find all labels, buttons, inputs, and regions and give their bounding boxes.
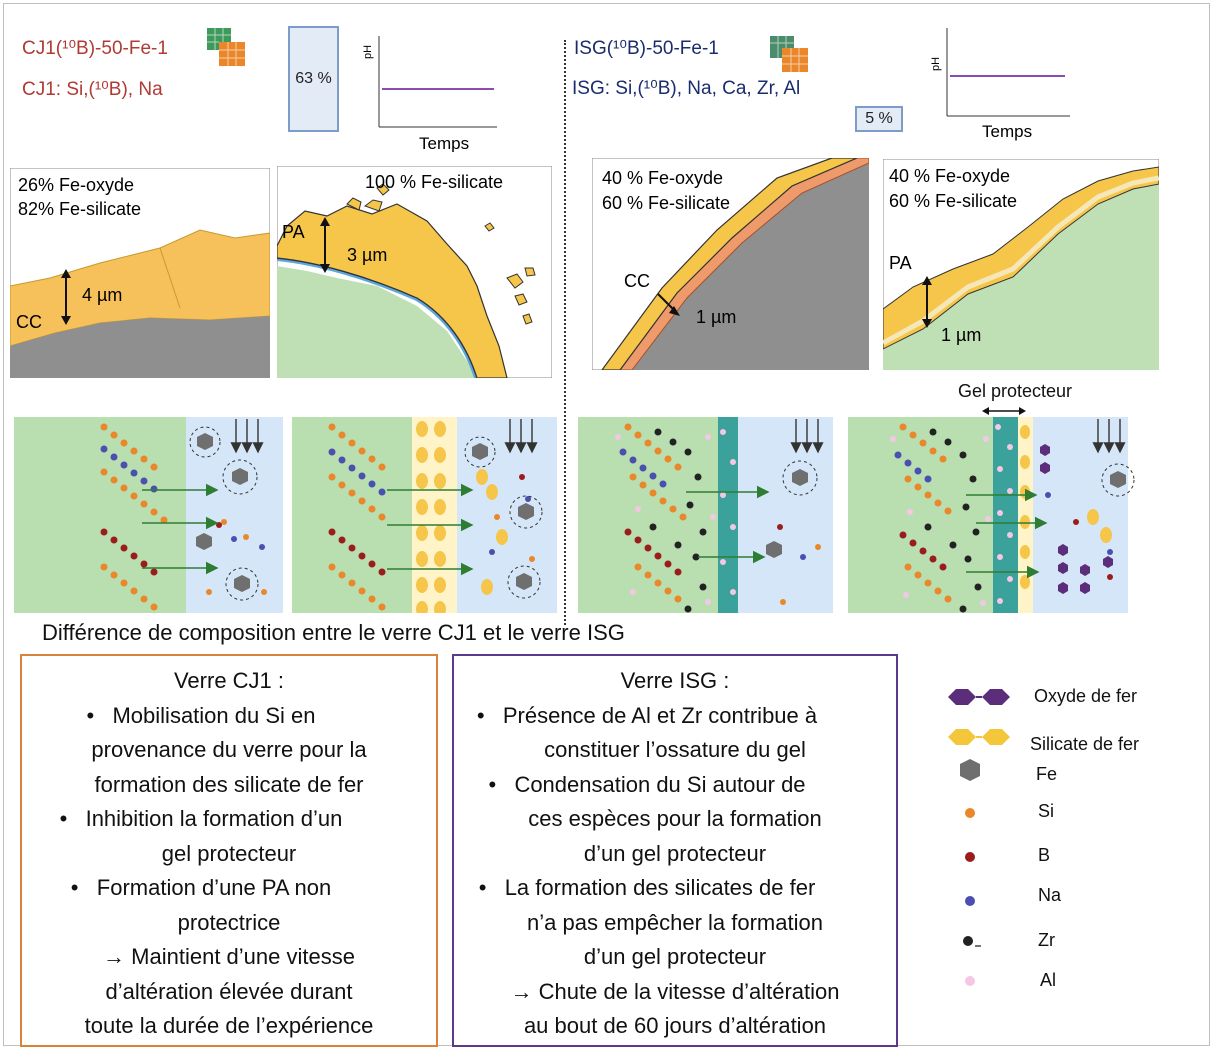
micrograph-cj1-cc: 26% Fe-oxyde 82% Fe-silicate 4 µm CC [10, 168, 270, 378]
micrograph-3-line2: 60 % Fe-silicate [602, 193, 730, 213]
section-divider [564, 40, 566, 625]
isg-item-2-bullet: Condensation du Si autour de [514, 772, 805, 797]
alteration-schematics [14, 417, 1135, 613]
schematic-isg-initial [578, 417, 833, 613]
cj1-box-title: Verre CJ1 : [173, 668, 285, 693]
isg-item-3-line-3: d’un gel protecteur [583, 944, 767, 969]
micrograph-2-line1: 100 % Fe-silicate [365, 172, 503, 192]
cj1-item-4-line-2: d’altération élevée durant [105, 978, 353, 1004]
cj1-percent-box: 63 % [288, 26, 339, 132]
micrograph-1-thickness: 4 µm [82, 285, 122, 305]
cj1-item-1-line-3: formation des silicate de fer [94, 771, 364, 797]
isg-box-title: Verre ISG : [620, 668, 730, 693]
isg-item-1-line-1: Présence de Al et Zr contribue à [454, 699, 896, 734]
b-dot-icon [965, 852, 975, 862]
micrograph-isg-pa: 40 % Fe-oxyde 60 % Fe-silicate 1 µm PA [883, 159, 1159, 370]
schematic-isg-gel [848, 417, 1135, 613]
legend-label-zr: Zr [1038, 930, 1055, 950]
cj1-item-3-line-1: Formation d’une PA non [22, 871, 436, 906]
cj1-time-axis-label: Temps [419, 134, 469, 152]
isg-item-2-line-3: d’un gel protecteur [583, 840, 767, 866]
gel-width-arrow [982, 407, 1026, 415]
iron-oxide-icon [948, 689, 1010, 705]
micrograph-4-line2: 60 % Fe-silicate [889, 191, 1017, 211]
legend-label-al: Al [1040, 970, 1057, 990]
micrograph-1-line1: 26% Fe-oxyde [18, 175, 134, 195]
micrograph-3-line1: 40 % Fe-oxyde [602, 168, 723, 188]
cj1-item-3-line-2: protectrice [177, 909, 281, 935]
isg-item-1-bullet: Présence de Al et Zr contribue à [503, 703, 817, 728]
legend-label-iron-silicate: Silicate de fer [1030, 734, 1140, 754]
schematic-cj1-pa [292, 417, 557, 613]
cj1-item-1-bullet: Mobilisation du Si en [112, 703, 315, 728]
isg-ph-chart: pH Temps [930, 28, 1070, 141]
cj1-ph-axis-label: pH [362, 45, 374, 59]
micrograph-2-thickness: 3 µm [347, 245, 387, 265]
isg-item-4-line-1: → Chute de la vitesse d’altération [510, 978, 840, 1004]
micrograph-1-line2: 82% Fe-silicate [18, 199, 141, 219]
legend-label-fe: Fe [1036, 764, 1058, 784]
micrograph-4-line1: 40 % Fe-oxyde [889, 166, 1010, 186]
legend-label-si: Si [1038, 801, 1055, 821]
cj1-glass-cube-icon [207, 28, 245, 66]
cj1-sample-name: CJ1(¹⁰B)-50-Fe-1 [22, 38, 168, 59]
micrograph-3-tag: CC [624, 271, 650, 291]
isg-item-3-bullet: La formation des silicates de fer [505, 875, 816, 900]
gel-protecteur-label: Gel protecteur [958, 381, 1073, 401]
micrograph-4-tag: PA [889, 253, 912, 273]
al-dot-icon [965, 976, 975, 986]
isg-item-2-line-2: ces espèces pour la formation [528, 806, 822, 831]
cj1-item-2-line-2: gel protecteur [161, 840, 297, 866]
schematic-cj1-initial [14, 417, 283, 613]
micrograph-isg-cc: 40 % Fe-oxyde 60 % Fe-silicate 1 µm CC [592, 158, 869, 370]
cj1-item-4-line-1: → Maintient d’une vitesse [103, 944, 355, 969]
cj1-ph-chart: pH Temps [362, 36, 497, 152]
comparison-title: Différence de composition entre le verre… [42, 620, 625, 645]
isg-item-1-line-2: constituer l’ossature du gel [544, 737, 806, 762]
cj1-item-2-line-1: Inhibition la formation d’un [22, 802, 436, 837]
isg-ph-axis-label: pH [930, 57, 942, 71]
cj1-summary-box: Verre CJ1 : Mobilisation du Si en provena… [20, 654, 438, 1047]
legend-label-b: B [1038, 845, 1051, 865]
cj1-item-2-bullet: Inhibition la formation d’un [86, 806, 343, 831]
zr-dot-icon [963, 936, 981, 947]
legend: Oxyde de fer Silicate de fer Fe Si B Na … [928, 668, 1208, 1028]
isg-item-4-line-2: au bout de 60 jours d’altération [523, 1013, 827, 1038]
isg-item-2-line-1: Condensation du Si autour de [454, 768, 896, 803]
na-dot-icon [965, 896, 975, 906]
iron-silicate-icon [948, 729, 1010, 745]
micrograph-1-tag: CC [16, 312, 42, 332]
micrograph-2-tag: PA [282, 222, 305, 242]
isg-time-axis-label: Temps [982, 122, 1032, 141]
micrograph-cj1-pa: 100 % Fe-silicate 3 µm PA [277, 166, 552, 378]
isg-composition: ISG: Si,(¹⁰B), Na, Ca, Zr, Al [572, 78, 801, 99]
cj1-item-4-line-3: toute la durée de l’expérience [84, 1013, 374, 1038]
isg-item-3-line-1: La formation des silicates de fer [454, 871, 896, 906]
isg-glass-cube-icon [770, 36, 808, 72]
cj1-composition: CJ1: Si,(¹⁰B), Na [22, 79, 163, 100]
legend-label-na: Na [1038, 885, 1062, 905]
isg-item-3-line-2: n’a pas empêcher la formation [527, 909, 823, 935]
cj1-item-1-line-1: Mobilisation du Si en [22, 699, 436, 734]
cj1-item-3-bullet: Formation d’une PA non [97, 875, 331, 900]
cj1-item-1-line-2: provenance du verre pour la [91, 737, 367, 762]
micrograph-4-thickness: 1 µm [941, 325, 981, 345]
fe-hexagon-icon [960, 759, 980, 781]
legend-label-iron-oxide: Oxyde de fer [1034, 686, 1138, 706]
isg-summary-box: Verre ISG : Présence de Al et Zr contrib… [452, 654, 898, 1047]
micrograph-3-thickness: 1 µm [696, 307, 736, 327]
isg-percent-box: 5 % [855, 106, 903, 132]
si-dot-icon [965, 808, 975, 818]
isg-sample-name: ISG(¹⁰B)-50-Fe-1 [574, 38, 719, 59]
